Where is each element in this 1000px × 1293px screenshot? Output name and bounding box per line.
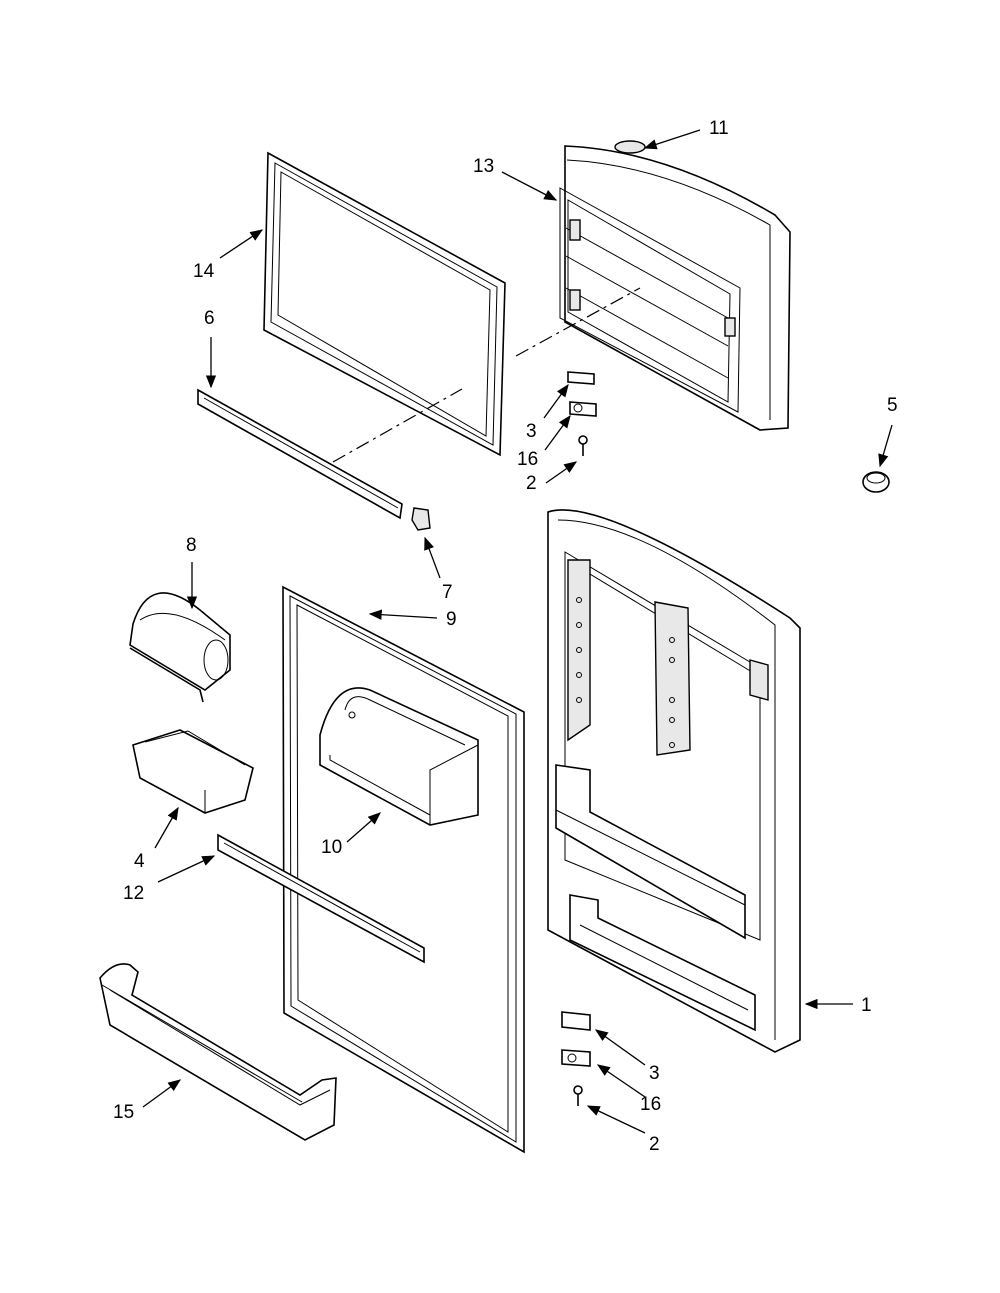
callout-3-upper: 3 bbox=[526, 421, 537, 442]
callout-9: 9 bbox=[446, 609, 457, 630]
callout-3-lower: 3 bbox=[649, 1063, 660, 1084]
callout-2-lower: 2 bbox=[649, 1134, 660, 1155]
callout-4: 4 bbox=[134, 851, 145, 872]
callout-14: 14 bbox=[193, 261, 215, 282]
callout-6: 6 bbox=[204, 308, 215, 329]
callout-8: 8 bbox=[186, 535, 197, 556]
callout-1: 1 bbox=[861, 995, 872, 1016]
upper-hinge-set bbox=[567, 371, 597, 456]
part-12-strip bbox=[217, 833, 425, 964]
callout-15: 15 bbox=[113, 1102, 134, 1123]
part-7-clip bbox=[411, 507, 431, 531]
part-10-dairy-bin bbox=[319, 687, 479, 826]
callout-13: 13 bbox=[473, 156, 494, 177]
part-8-dairy-door bbox=[129, 592, 231, 703]
lower-hinge-set bbox=[561, 1011, 591, 1106]
part-5-plug bbox=[862, 471, 890, 493]
callout-2-upper: 2 bbox=[526, 473, 537, 494]
callout-16-upper: 16 bbox=[517, 449, 538, 470]
part-1-refrigerator-door bbox=[547, 509, 801, 1053]
part-6-freezer-strip bbox=[197, 388, 403, 520]
part-15-door-bin bbox=[99, 963, 337, 1141]
callout-5: 5 bbox=[887, 395, 898, 416]
part-13-freezer-door bbox=[559, 145, 791, 431]
callout-12: 12 bbox=[123, 883, 144, 904]
part-4-bin bbox=[132, 729, 254, 814]
callout-16-lower: 16 bbox=[640, 1094, 661, 1115]
callout-10: 10 bbox=[321, 837, 342, 858]
part-11-cap bbox=[614, 140, 646, 154]
callout-11: 11 bbox=[709, 118, 729, 139]
part-9-refrigerator-gasket bbox=[282, 585, 525, 1154]
callout-7: 7 bbox=[442, 582, 453, 603]
part-14-freezer-gasket bbox=[263, 151, 506, 457]
